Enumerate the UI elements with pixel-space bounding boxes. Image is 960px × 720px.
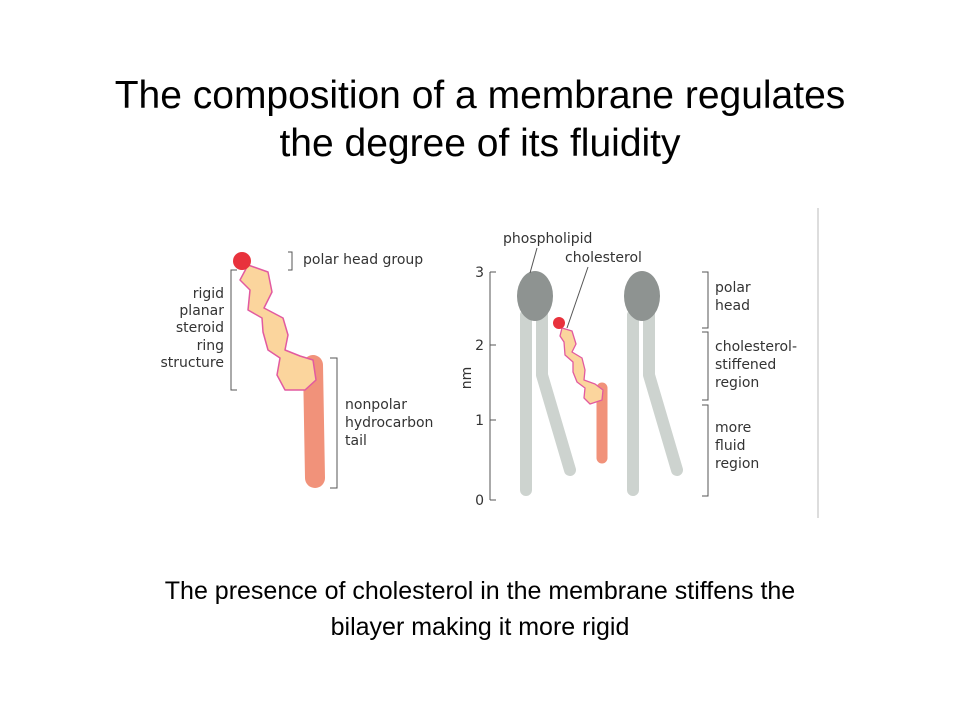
polar-head-bracket (288, 251, 293, 271)
fluid-region-bracket (702, 404, 709, 497)
tail-label: nonpolar hydrocarbon tail (345, 397, 433, 449)
ring-label-line-2: planar (179, 303, 224, 319)
tail-bracket (330, 357, 338, 489)
phospholipid-2-head (624, 271, 660, 321)
slide-title: The composition of a membrane regulates … (40, 72, 920, 168)
phospholipid-1-tail (520, 309, 576, 496)
ring-label-line-5: structure (160, 355, 224, 371)
bilayer-cholesterol-ring (559, 327, 604, 405)
fluid-region-line-1: more (715, 420, 751, 436)
nm-axis-tick-label-0: 0 (475, 493, 484, 509)
fluid-region-label: more fluid region (715, 420, 759, 472)
phospholipid-2-tail (627, 309, 683, 496)
steroid-ring-structure (239, 264, 317, 391)
membrane-diagram: polar head group rigid planar steroid ri… (140, 200, 840, 530)
phospholipid-label: phospholipid (503, 231, 592, 247)
cholesterol-pointer-line (566, 266, 589, 329)
polar-head-region-line-2: head (715, 298, 750, 314)
polar-head-region-bracket (702, 271, 709, 329)
stiffened-region-line-3: region (715, 375, 759, 391)
ring-structure-bracket (230, 269, 237, 391)
bilayer-cholesterol (553, 317, 608, 464)
fluid-region-line-3: region (715, 456, 759, 472)
ring-label-line-4: ring (197, 338, 224, 354)
ring-label-line-3: steroid (176, 320, 224, 336)
stiffened-region-line-2: stiffened (715, 357, 776, 373)
stiffened-region-bracket (702, 331, 709, 401)
phospholipid-1-head (517, 271, 553, 321)
slide-caption-line-1: The presence of cholesterol in the membr… (164, 577, 796, 605)
cholesterol-label: cholesterol (565, 250, 642, 266)
tail-label-line-2: hydrocarbon (345, 415, 433, 431)
nm-axis-tick-label-1: 1 (475, 413, 484, 429)
slide-caption: The presence of cholesterol in the membr… (40, 573, 920, 645)
polar-head-group-label: polar head group (303, 252, 423, 268)
stiffened-region-line-1: cholesterol- (715, 339, 797, 355)
phospholipid-2 (624, 271, 683, 496)
ring-label-line-1: rigid (193, 286, 224, 302)
slide-title-line-1: The composition of a membrane regulates (114, 74, 846, 117)
fluid-region-line-2: fluid (715, 438, 745, 454)
cholesterol-tail (303, 355, 325, 488)
nm-axis: 3 2 1 0 nm (459, 265, 496, 509)
slide-title-line-2: the degree of its fluidity (279, 122, 681, 165)
polar-head-dot (233, 252, 251, 270)
slide-caption-line-2: bilayer making it more rigid (330, 613, 630, 641)
phospholipid-pointer-line (529, 247, 538, 274)
bilayer-cholesterol-head-dot (553, 317, 565, 329)
stiffened-region-label: cholesterol- stiffened region (715, 339, 797, 391)
nm-axis-tick-label-3: 3 (475, 265, 484, 281)
nm-axis-unit-label: nm (459, 367, 475, 390)
tail-label-line-1: nonpolar (345, 397, 407, 413)
polar-head-region-line-1: polar (715, 280, 751, 296)
polar-head-region-label: polar head (715, 280, 751, 314)
tail-label-line-3: tail (345, 433, 367, 449)
nm-axis-tick-label-2: 2 (475, 338, 484, 354)
membrane-diagram-svg: polar head group rigid planar steroid ri… (160, 208, 819, 518)
phospholipid-1 (517, 271, 576, 496)
ring-structure-label: rigid planar steroid ring structure (160, 286, 224, 371)
cholesterol-molecule (233, 252, 325, 488)
